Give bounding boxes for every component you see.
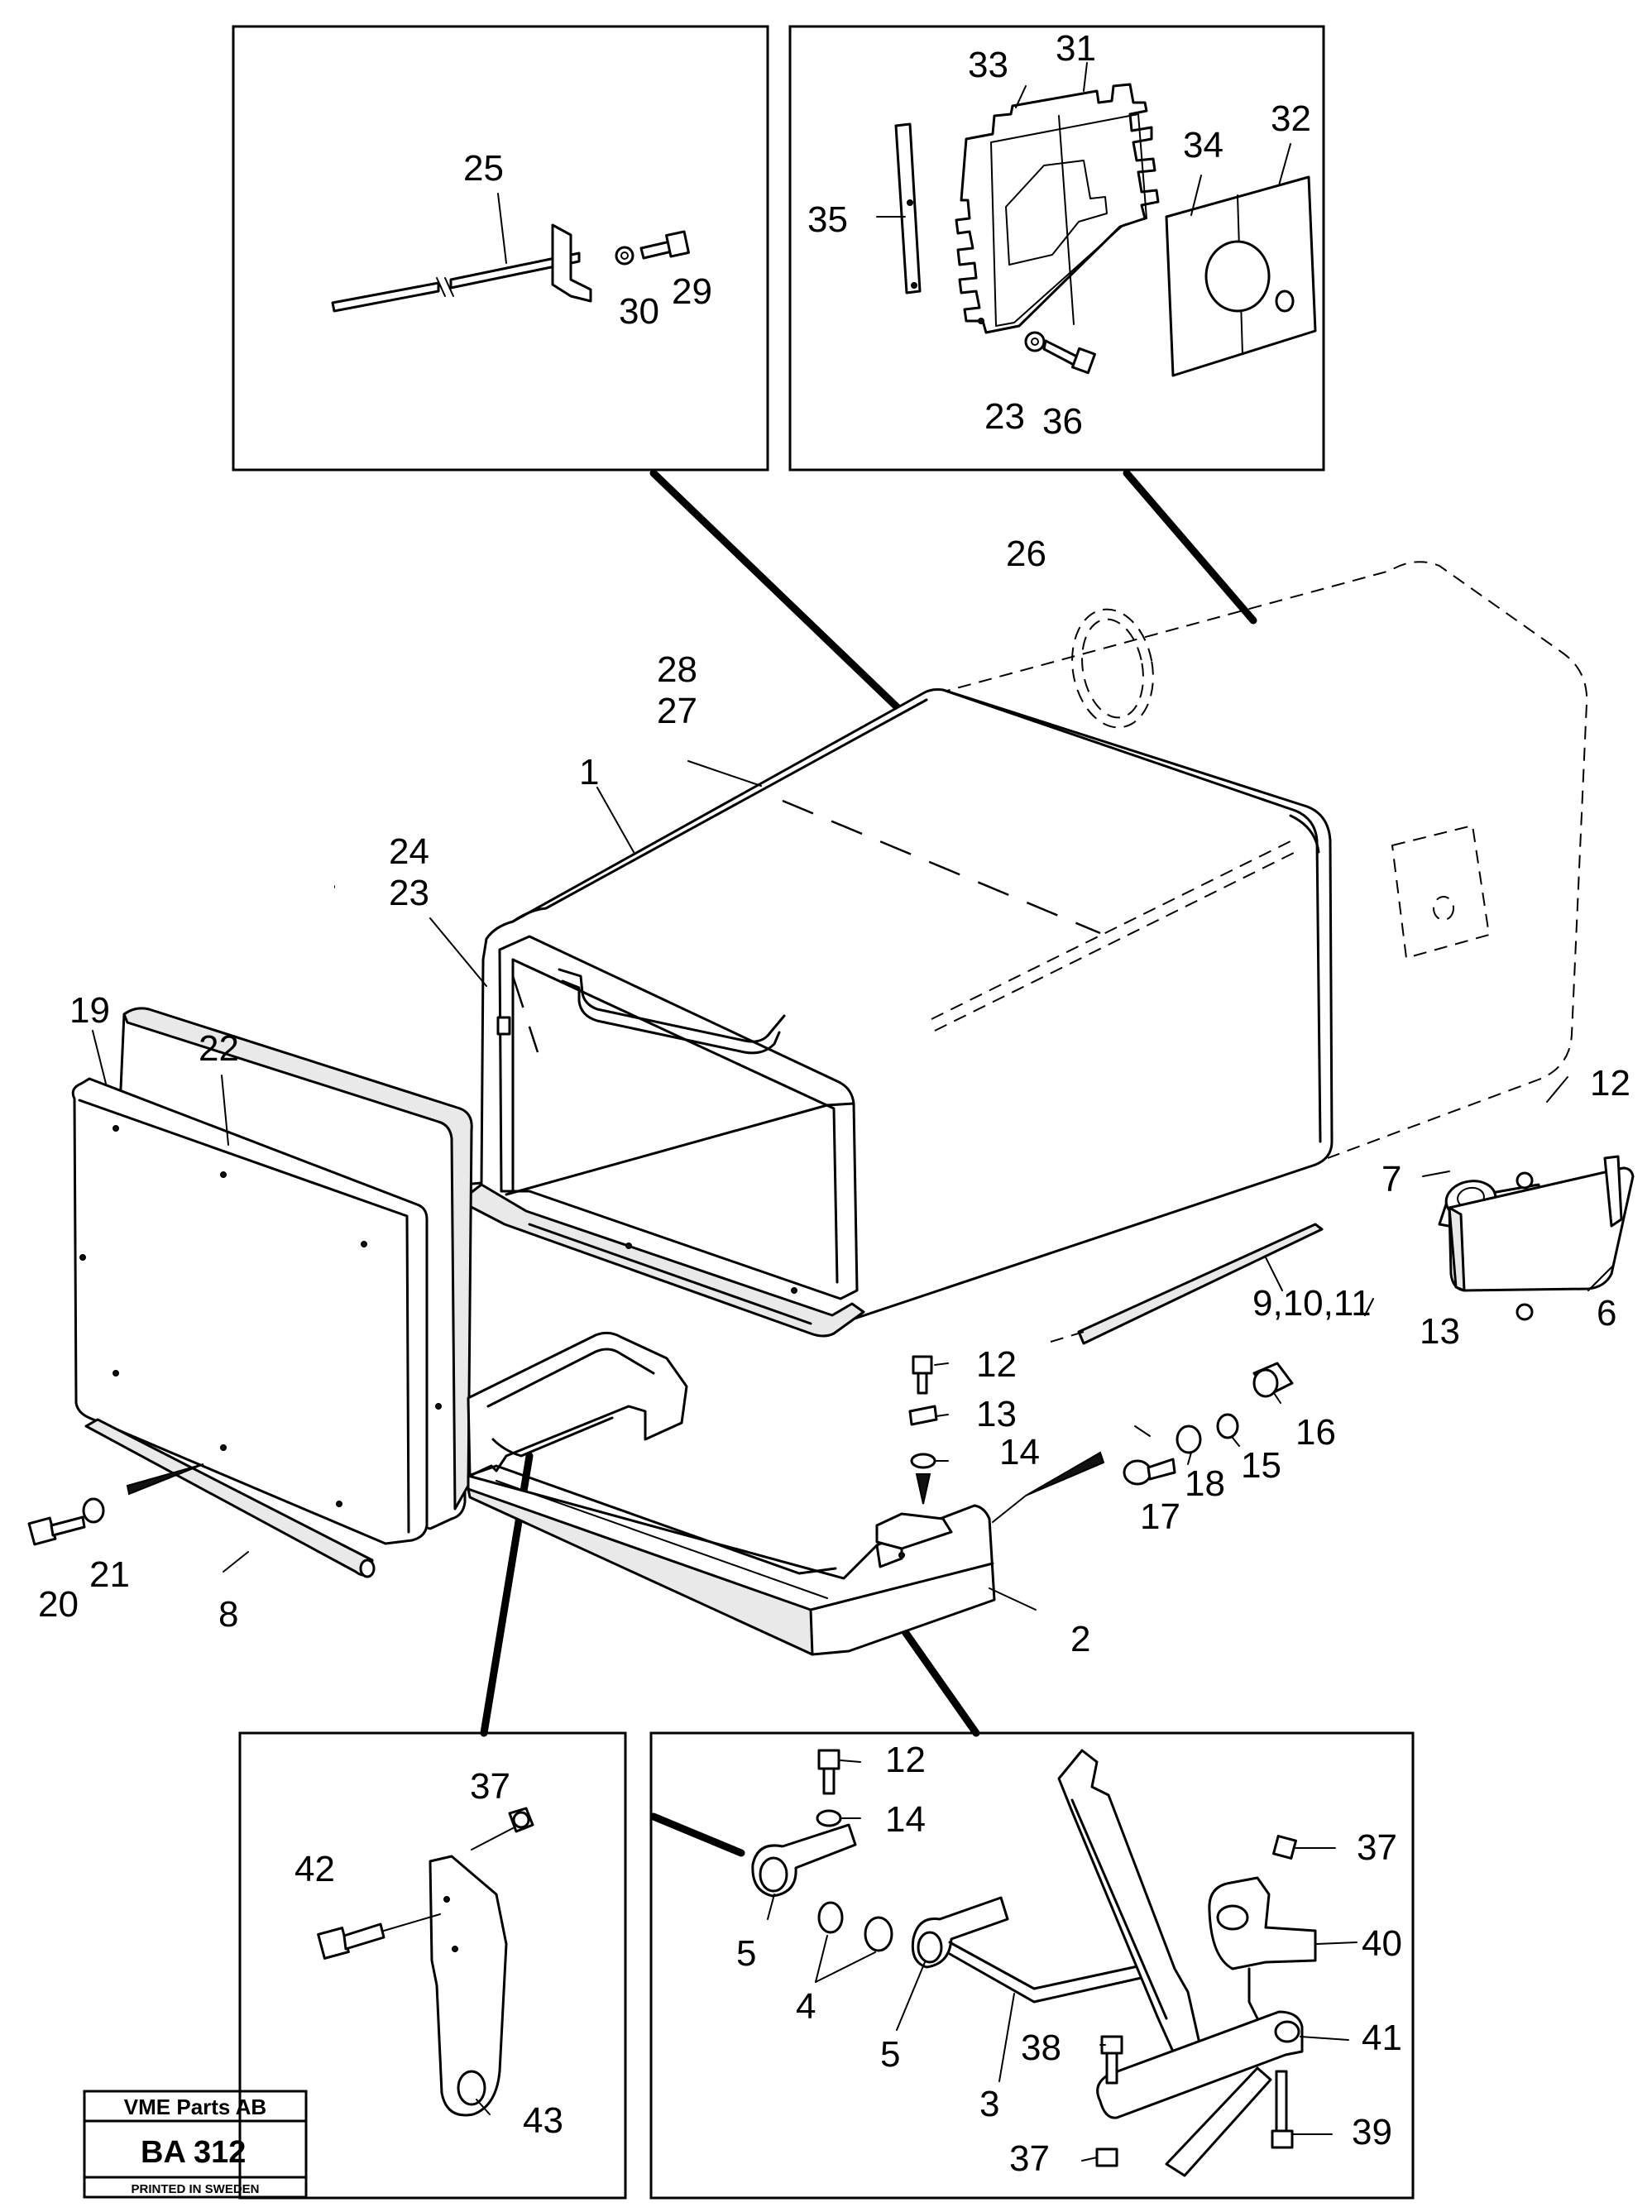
callout-29: 29 [672,271,712,312]
callout-26: 26 [1006,534,1046,574]
callout-23-inset: 23 [984,396,1025,437]
callout-41: 41 [1362,2018,1402,2058]
callout-34: 34 [1183,125,1223,165]
callout-33: 33 [968,45,1008,85]
plate-assembly-31-36 [894,83,1317,377]
callout-14-br: 14 [885,1799,926,1840]
callout-28: 28 [657,649,697,690]
fastener-stack-12-13-14 [908,1355,938,1505]
callout-42: 42 [294,1849,335,1889]
bracket-43-assembly [317,1807,534,2117]
base-tray-2 [467,1331,996,1656]
callout-20: 20 [38,1584,79,1625]
callout-19: 19 [69,990,110,1031]
callout-17: 17 [1140,1496,1180,1537]
inset-bottom-right-frame [649,1731,1415,2200]
seal-strip-9-10-11 [1050,1223,1324,1345]
callout-7: 7 [1381,1159,1401,1199]
callout-32: 32 [1271,98,1311,139]
stamp-printed: PRINTED IN SWEDEN [131,2182,259,2196]
door-19 [71,1007,473,1545]
callout-36: 36 [1042,401,1083,442]
hinge-strip-8 [84,1418,376,1578]
battery-box-housing-1 [458,561,1588,1338]
callout-27: 27 [657,691,697,731]
callout-5-right: 5 [880,2034,900,2075]
door-bolt-20-21 [27,1463,204,1546]
callout-4: 4 [796,1986,816,2027]
callout-23: 23 [389,873,429,913]
callout-25: 25 [463,148,504,189]
callout-8: 8 [218,1594,238,1635]
stamp-code: BA 312 [141,2135,246,2170]
callout-37-br-bottom: 37 [1009,2138,1050,2179]
lock-linkage-assembly [649,1749,1317,2177]
callout-13-stack: 13 [976,1394,1017,1434]
side-bracket-6-7 [1438,1155,1635,1321]
callout-16: 16 [1295,1412,1336,1453]
callout-18: 18 [1185,1463,1225,1504]
inset-bottom-left-frame [238,1731,627,2200]
callout-37-br-top: 37 [1357,1827,1397,1868]
callout-3: 3 [979,2084,999,2124]
callout-5-left: 5 [736,1933,756,1974]
callout-6: 6 [1597,1293,1616,1333]
callout-9-10-11: 9,10,11 [1252,1283,1372,1324]
callout-2: 2 [1070,1619,1090,1659]
callout-12-br: 12 [885,1740,926,1780]
callout-14-stack: 14 [999,1432,1040,1472]
title-stamp: VME Parts AB BA 312 PRINTED IN SWEDEN [83,2090,308,2199]
callout-15: 15 [1241,1445,1281,1486]
callout-43: 43 [523,2100,563,2141]
callout-40: 40 [1362,1923,1402,1964]
rod-assembly-25 [331,223,690,888]
callout-22: 22 [199,1028,239,1069]
callout-12-side: 12 [1590,1063,1630,1104]
inset-top-right-frame [788,25,1325,472]
callout-38: 38 [1021,2028,1061,2068]
callout-31: 31 [1056,28,1096,69]
callout-30: 30 [619,291,659,332]
callout-leader-lines [92,62,1614,2162]
callout-37-bl: 37 [470,1766,510,1807]
callout-21: 21 [89,1554,130,1595]
stamp-company: VME Parts AB [124,2095,266,2119]
callout-13-side: 13 [1420,1311,1460,1352]
callout-labels: 25 30 29 33 31 34 32 35 23 36 26 28 27 1… [38,28,1630,2179]
callout-39: 39 [1352,2112,1392,2152]
inset-top-left-frame [232,25,769,472]
callout-1: 1 [579,752,599,792]
fastener-row-15-18 [992,1362,1294,1523]
callout-35: 35 [807,199,848,240]
callout-24: 24 [389,831,429,872]
callout-12-stack: 12 [976,1344,1017,1385]
